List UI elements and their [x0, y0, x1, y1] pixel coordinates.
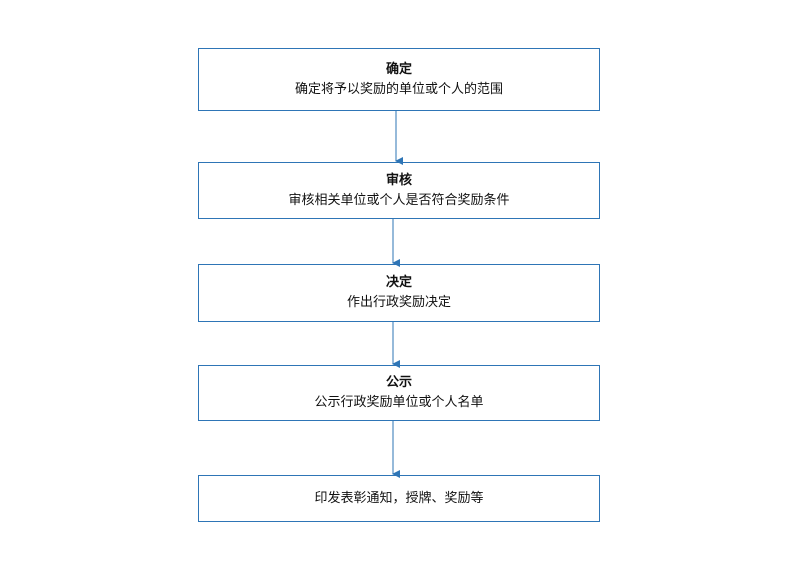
- step-description: 公示行政奖励单位或个人名单: [314, 395, 484, 410]
- step-title: 决定: [385, 275, 412, 290]
- step-description: 审核相关单位或个人是否符合奖励条件: [288, 192, 510, 208]
- step-box-review: 审核 审核相关单位或个人是否符合奖励条件: [198, 162, 600, 219]
- step-title: 确定: [385, 61, 412, 77]
- step-box-decide: 决定 作出行政奖励决定: [198, 264, 600, 322]
- step-title: 公示: [385, 375, 412, 390]
- step-box-issue: 印发表彰通知，授牌、奖励等: [198, 475, 600, 522]
- step-description: 印发表彰通知，授牌、奖励等: [314, 490, 484, 506]
- step-box-confirm: 确定 确定将予以奖励的单位或个人的范围: [198, 48, 600, 111]
- step-description: 确定将予以奖励的单位或个人的范围: [294, 81, 503, 97]
- step-description: 作出行政奖励决定: [346, 295, 451, 310]
- step-title: 审核: [385, 172, 412, 188]
